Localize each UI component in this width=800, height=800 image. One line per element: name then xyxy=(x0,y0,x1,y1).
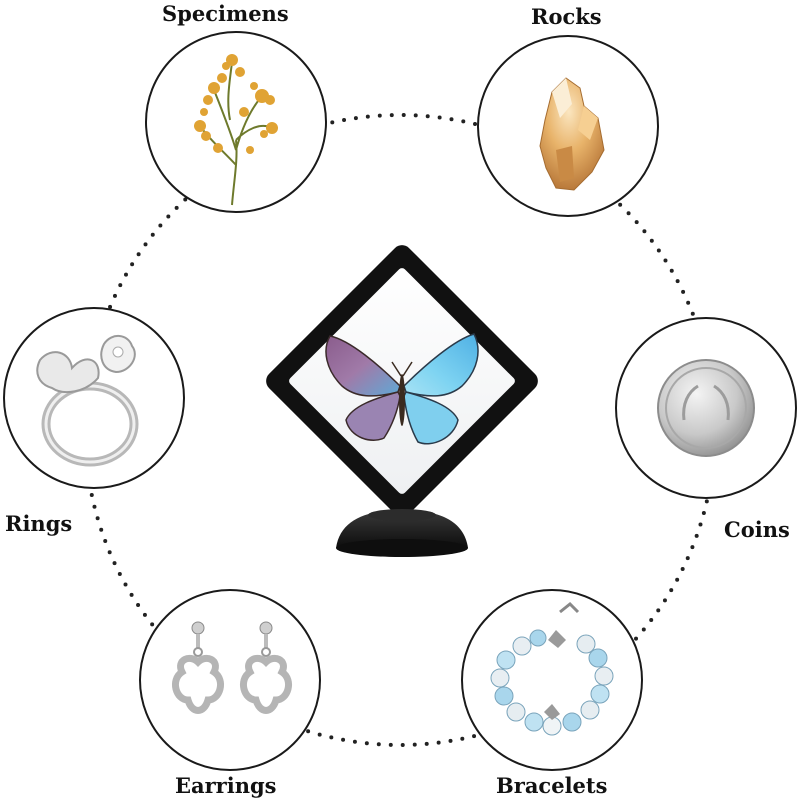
rocks-circle xyxy=(477,35,659,217)
earrings-circle xyxy=(139,589,321,771)
coins-circle xyxy=(615,317,797,499)
label-coins: Coins xyxy=(724,517,790,542)
beaded-bracelet-icon xyxy=(490,601,614,736)
label-specimens: Specimens xyxy=(162,1,289,26)
crystal-rock-icon xyxy=(539,77,605,191)
silver-ring-icon xyxy=(36,335,139,467)
silver-coin-icon xyxy=(657,359,755,457)
label-rings: Rings xyxy=(5,511,73,536)
butterfly-icon xyxy=(325,333,479,445)
rings-circle xyxy=(3,307,185,489)
specimens-circle xyxy=(145,31,327,213)
dried-flower-icon xyxy=(194,54,278,206)
earrings-icon xyxy=(171,621,293,714)
display-stand xyxy=(336,509,468,557)
bracelets-circle xyxy=(461,589,643,771)
label-earrings: Earrings xyxy=(175,773,277,798)
label-rocks: Rocks xyxy=(531,4,602,29)
label-bracelets: Bracelets xyxy=(496,773,608,798)
